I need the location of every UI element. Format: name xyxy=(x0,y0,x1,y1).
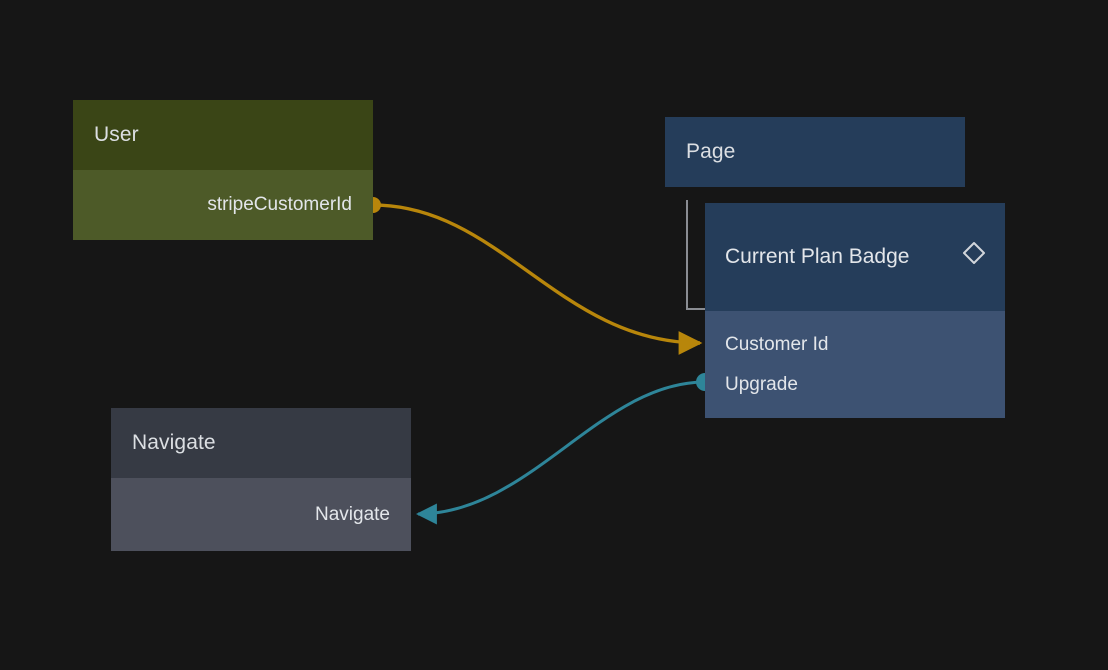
node-user[interactable]: User stripeCustomerId xyxy=(73,100,373,240)
node-navigate-title: Navigate xyxy=(132,431,216,454)
node-user-body: stripeCustomerId xyxy=(73,170,373,240)
node-user-header: User xyxy=(73,100,373,170)
edge-user-to-customer-id xyxy=(365,197,703,355)
node-navigate-body: Navigate xyxy=(111,478,411,551)
node-page-header: Page xyxy=(665,117,965,187)
node-page[interactable]: Page xyxy=(665,117,965,187)
page-child-bracket xyxy=(686,200,706,310)
node-navigate-header: Navigate xyxy=(111,408,411,478)
diamond-icon xyxy=(961,240,987,275)
node-current-plan-badge[interactable]: Current Plan Badge Customer Id Upgrade xyxy=(705,203,1005,418)
field-customer-id[interactable]: Customer Id xyxy=(725,325,1005,365)
field-navigate[interactable]: Navigate xyxy=(111,478,411,551)
field-upgrade[interactable]: Upgrade xyxy=(725,365,1005,405)
field-stripe-customer-id[interactable]: stripeCustomerId xyxy=(73,170,373,240)
field-label: stripeCustomerId xyxy=(207,194,352,215)
node-user-title: User xyxy=(94,123,139,146)
node-navigate[interactable]: Navigate Navigate xyxy=(111,408,411,551)
edge-upgrade-to-navigate xyxy=(415,373,714,525)
field-label: Navigate xyxy=(315,503,390,525)
field-label: Customer Id xyxy=(725,333,829,355)
field-label: Upgrade xyxy=(725,373,798,395)
node-current-plan-badge-body: Customer Id Upgrade xyxy=(705,311,1005,418)
node-current-plan-badge-header: Current Plan Badge xyxy=(705,203,1005,311)
node-current-plan-badge-title: Current Plan Badge xyxy=(725,245,910,268)
node-page-title: Page xyxy=(686,140,736,163)
